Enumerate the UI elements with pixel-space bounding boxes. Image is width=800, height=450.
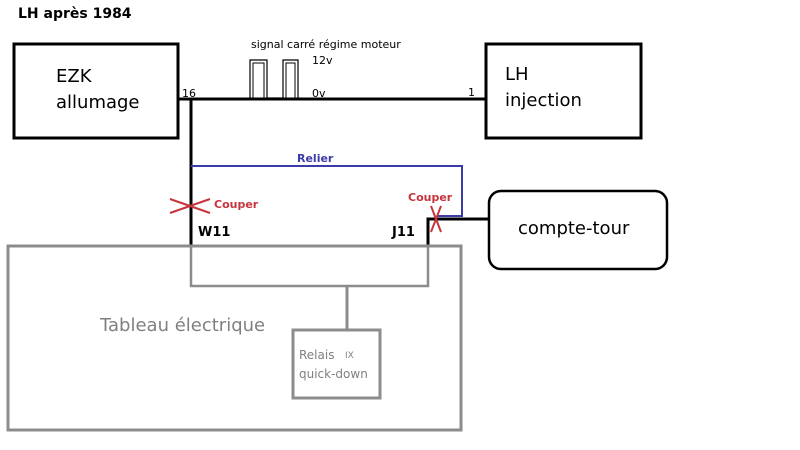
cut-right-icon: [430, 205, 442, 233]
compte-tour-frame: [487, 189, 669, 271]
w11-label: W11: [198, 225, 230, 240]
signal-label: signal carré régime moteur: [251, 38, 401, 51]
couper-left-label: Couper: [214, 198, 259, 211]
lh-box-frame: [484, 42, 643, 140]
j11-wire: [426, 217, 489, 246]
j11-label: J11: [391, 225, 415, 240]
signal-low-label: 0v: [312, 87, 326, 100]
ezk-box: EZK allumage: [12, 42, 180, 140]
lh-pin-number: 1: [468, 86, 475, 99]
relier-link-wire: [191, 165, 463, 217]
tableau-frame: [6, 244, 463, 432]
relier-label: Relier: [297, 152, 334, 165]
lh-sublabel: injection: [505, 90, 582, 111]
couper-right-label: Couper: [408, 191, 453, 204]
compte-tour-box: compte-tour: [487, 189, 669, 271]
square-wave-icon: [249, 59, 299, 99]
cut-left-icon: [169, 198, 211, 214]
signal-high-label: 12v: [312, 54, 333, 67]
relais-sublabel: quick-down: [299, 367, 368, 381]
relais-badge: IX: [345, 351, 354, 361]
ezk-label: EZK: [56, 66, 93, 87]
ezk-pin-number: 16: [182, 87, 196, 100]
lh-box: LH injection: [484, 42, 643, 140]
relais-label: Relais: [299, 348, 334, 362]
tableau-label: Tableau électrique: [99, 315, 265, 336]
relais-box: Relais IX quick-down: [291, 328, 382, 400]
diagram-title: LH après 1984: [18, 6, 132, 22]
ezk-box-frame: [12, 42, 180, 140]
panel-inner-wire: [189, 246, 430, 288]
lh-label: LH: [505, 64, 529, 85]
compte-tour-label: compte-tour: [518, 218, 630, 239]
ezk-sublabel: allumage: [56, 92, 140, 113]
relais-frame: [291, 328, 382, 400]
tableau-panel: Tableau électrique: [6, 244, 463, 432]
square-wave-inner: [252, 62, 296, 99]
